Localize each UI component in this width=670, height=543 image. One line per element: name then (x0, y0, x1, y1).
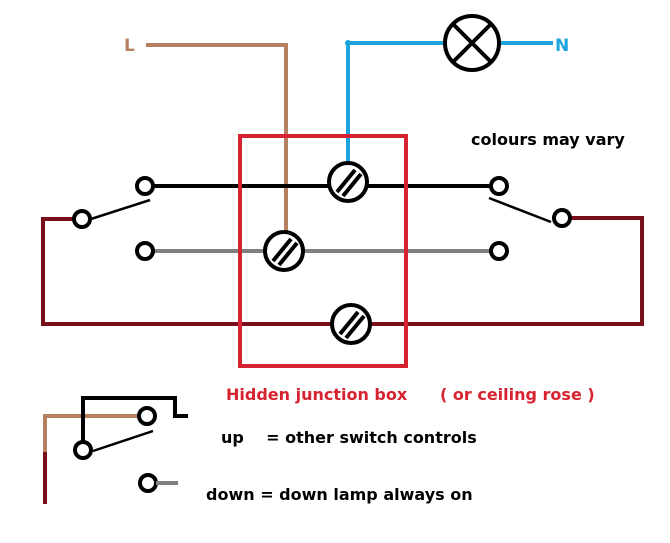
wire-joint-dot (345, 40, 351, 46)
lamp-feed-wire (346, 41, 446, 162)
live-wire (146, 43, 288, 232)
terminal-bottom (330, 303, 372, 345)
neutral-label: N (555, 36, 569, 56)
junction-box-label: Hidden junction box (226, 385, 408, 404)
terminal-top (327, 161, 369, 203)
legend-up-text: up = other switch controls (221, 428, 477, 447)
left-two-way-switch (72, 176, 155, 261)
legend-switch (43, 396, 188, 504)
live-label: L (124, 36, 135, 56)
terminal-middle (263, 230, 305, 272)
colours-note: colours may vary (471, 130, 625, 149)
junction-box-alt-label: ( or ceiling rose ) (440, 385, 595, 404)
legend-down-text: down = down lamp always on (206, 485, 473, 504)
lamp-icon (443, 14, 501, 72)
right-two-way-switch (488, 176, 572, 261)
junction-box (238, 134, 408, 368)
